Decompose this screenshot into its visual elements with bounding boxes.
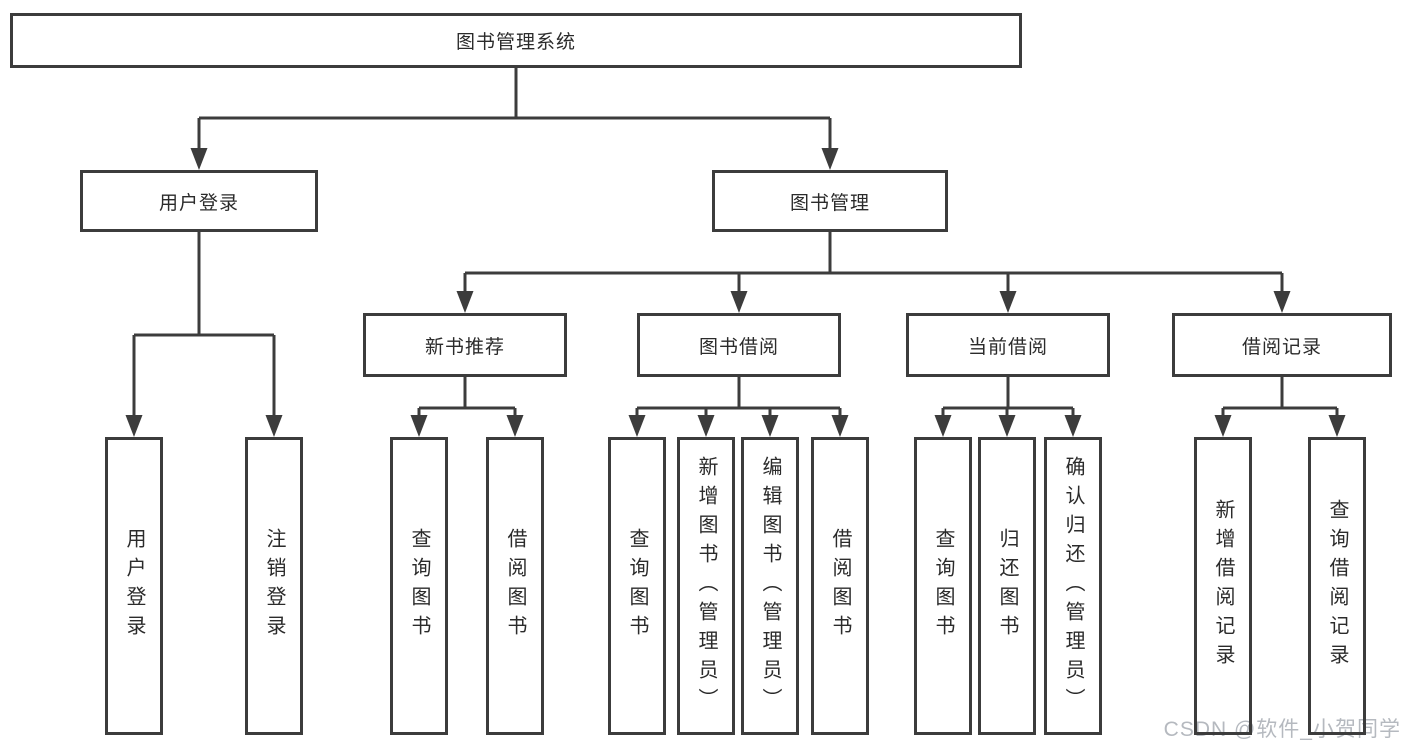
node-borrowing-records-label: 借阅记录 xyxy=(1241,336,1322,358)
node-user-login: 用户登录 xyxy=(80,170,318,232)
leaf-borrow-books: 借阅图书 xyxy=(811,437,869,735)
leaf-borrow-books-recommend: 借阅图书 xyxy=(486,437,544,735)
node-borrowing-records: 借阅记录 xyxy=(1172,313,1392,377)
leaf-add-book-admin: 新增图书（管理员） xyxy=(677,437,735,735)
leaf-add-book-admin-label: 新增图书（管理员） xyxy=(695,455,717,717)
leaf-query-books-borrow: 查询图书 xyxy=(608,437,666,735)
leaf-query-books-borrow-label: 查询图书 xyxy=(626,528,648,644)
leaf-query-borrow-record-label: 查询借阅记录 xyxy=(1326,499,1348,673)
leaf-query-books-recommend: 查询图书 xyxy=(390,437,448,735)
leaf-add-borrow-record: 新增借阅记录 xyxy=(1194,437,1252,735)
leaf-add-borrow-record-label: 新增借阅记录 xyxy=(1212,499,1234,673)
node-user-login-label: 用户登录 xyxy=(158,192,239,214)
leaf-query-books-current-label: 查询图书 xyxy=(932,528,954,644)
watermark: CSDN @软件_小贺同学 xyxy=(1163,718,1401,741)
node-book-borrowing-label: 图书借阅 xyxy=(698,336,779,358)
node-library-management-system: 图书管理系统 xyxy=(10,13,1022,68)
node-library-management-system-label: 图书管理系统 xyxy=(455,32,576,53)
leaf-user-login-label: 用户登录 xyxy=(123,528,145,644)
node-current-borrowing-label: 当前借阅 xyxy=(967,336,1048,358)
leaf-user-login: 用户登录 xyxy=(105,437,163,735)
node-new-book-recommendation-label: 新书推荐 xyxy=(424,336,505,358)
node-book-borrowing: 图书借阅 xyxy=(637,313,841,377)
leaf-confirm-return-admin: 确认归还（管理员） xyxy=(1044,437,1102,735)
leaf-query-books-recommend-label: 查询图书 xyxy=(408,528,430,644)
leaf-logout-label: 注销登录 xyxy=(263,528,285,644)
leaf-return-books-label: 归还图书 xyxy=(996,528,1018,644)
leaf-confirm-return-admin-label: 确认归还（管理员） xyxy=(1062,455,1084,717)
leaf-query-books-current: 查询图书 xyxy=(914,437,972,735)
node-book-management: 图书管理 xyxy=(712,170,948,232)
leaf-borrow-books-recommend-label: 借阅图书 xyxy=(504,528,526,644)
leaf-logout: 注销登录 xyxy=(245,437,303,735)
node-new-book-recommendation: 新书推荐 xyxy=(363,313,567,377)
leaf-edit-book-admin-label: 编辑图书（管理员） xyxy=(759,455,781,717)
leaf-return-books: 归还图书 xyxy=(978,437,1036,735)
leaf-borrow-books-label: 借阅图书 xyxy=(829,528,851,644)
node-current-borrowing: 当前借阅 xyxy=(906,313,1110,377)
leaf-edit-book-admin: 编辑图书（管理员） xyxy=(741,437,799,735)
node-book-management-label: 图书管理 xyxy=(789,192,870,214)
leaf-query-borrow-record: 查询借阅记录 xyxy=(1308,437,1366,735)
